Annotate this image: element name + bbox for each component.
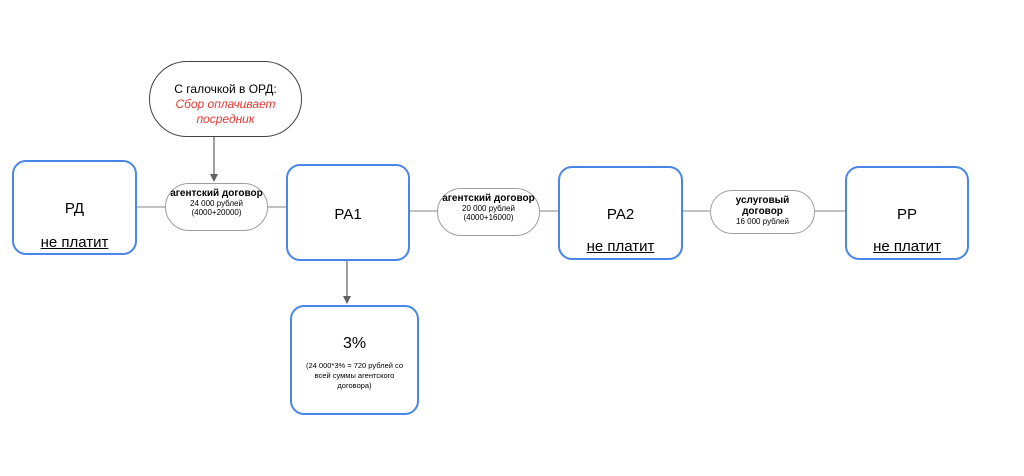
callout-line-3: посредник — [196, 112, 255, 126]
node-rr-title: РР — [896, 206, 917, 223]
contract-3: услуговый договор 16 000 рублей — [710, 190, 815, 234]
callout-line-1: С галочкой в ОРД: — [174, 82, 277, 96]
node-rr: РР не платит — [845, 166, 969, 260]
node-ra1: РА1 — [286, 164, 410, 261]
contract-1-detail: (4000+20000) — [191, 208, 242, 217]
node-fee: 3% (24 000*3% = 720 рублей со всей суммы… — [290, 305, 419, 415]
contract-2-amount: 20 000 рублей — [462, 204, 515, 213]
callout-line-2: Сбор оплачивает — [175, 97, 276, 111]
node-ra2: РА2 не платит — [558, 166, 683, 260]
callout-ord-note: С галочкой в ОРД: Сбор оплачивает посред… — [149, 61, 302, 137]
node-ra1-title: РА1 — [334, 206, 362, 223]
node-rr-note: не платит — [873, 238, 941, 255]
node-rd-title: РД — [64, 200, 85, 217]
contract-1: агентский договор 24 000 рублей (4000+20… — [165, 183, 268, 231]
contract-2-title: агентский договор — [442, 193, 535, 204]
contract-2: агентский договор 20 000 рублей (4000+16… — [437, 188, 540, 236]
fee-calculation: (24 000*3% = 720 рублей со всей суммы аг… — [305, 361, 404, 390]
contract-2-detail: (4000+16000) — [463, 213, 514, 222]
fee-percent: 3% — [342, 335, 367, 352]
node-rd-note: не платит — [40, 234, 109, 251]
contract-3-title: услуговый договор — [735, 195, 790, 217]
contract-1-amount: 24 000 рублей — [190, 199, 243, 208]
node-ra2-title: РА2 — [606, 206, 635, 223]
node-ra2-note: не платит — [586, 238, 655, 255]
node-rd: РД не платит — [12, 160, 137, 255]
contract-1-title: агентский договор — [170, 188, 263, 199]
contract-3-amount: 16 000 рублей — [736, 217, 789, 226]
